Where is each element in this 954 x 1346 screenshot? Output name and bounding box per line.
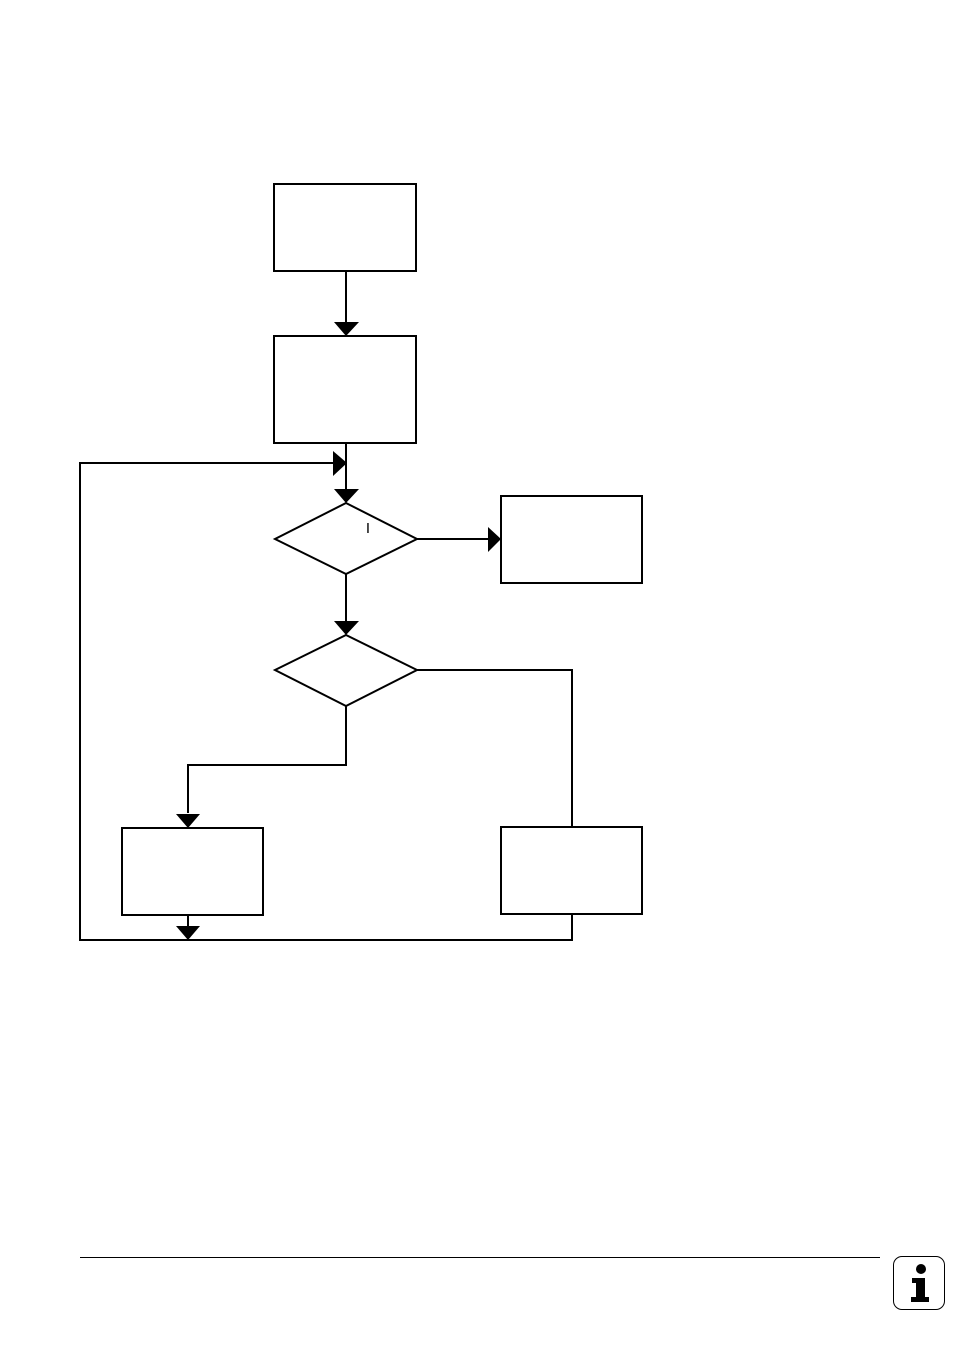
- process-box-right: [500, 826, 643, 915]
- arrowhead-loop-entry: [333, 451, 347, 476]
- process-box-exit: [500, 495, 643, 584]
- footer-rule: [80, 1257, 880, 1258]
- decision-1-mark: I: [366, 520, 370, 537]
- loop-back-line: [79, 462, 573, 941]
- info-badge: [893, 1256, 945, 1310]
- arrowhead-loop-bottom: [176, 926, 200, 940]
- arrowhead-to-exit: [488, 527, 501, 552]
- process-box-left: [121, 827, 264, 916]
- arrowhead-to-init: [334, 322, 359, 336]
- arrowhead-to-decision-2: [334, 621, 359, 635]
- decision-diamond-2: [272, 633, 420, 708]
- process-box-start: [273, 183, 417, 272]
- process-box-init: [273, 335, 417, 444]
- info-icon: [911, 1264, 929, 1302]
- arrowhead-to-decision-1: [334, 489, 359, 503]
- decision-diamond-1: [272, 501, 420, 576]
- connector-decision-2-to-right: [417, 669, 573, 827]
- connector-decision-2-to-left: [187, 706, 347, 813]
- arrowhead-to-left-box: [176, 814, 200, 828]
